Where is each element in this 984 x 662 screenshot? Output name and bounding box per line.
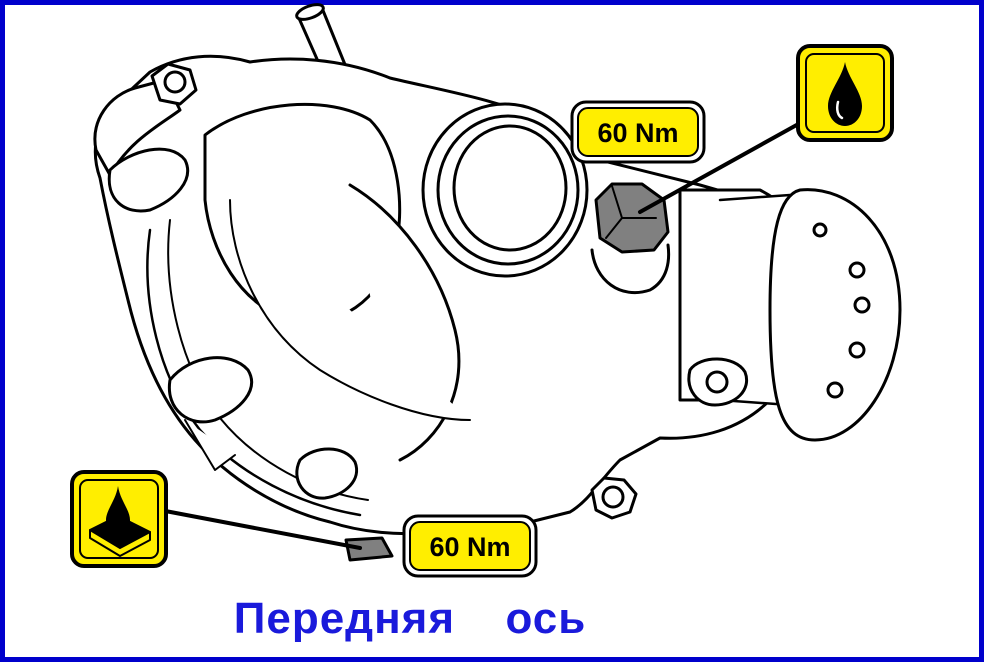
- fill-plug: [590, 182, 671, 295]
- oil-drain-tray-icon: [70, 470, 168, 568]
- pinion-flange: [678, 188, 902, 442]
- diagram-caption: Передняя ось: [233, 594, 587, 643]
- cover-lugs: [107, 62, 638, 520]
- leader-lines: [158, 110, 822, 550]
- oil-drop-icon: [796, 44, 894, 142]
- axle-tube-opening: [421, 102, 589, 278]
- torque-label-top: 60 Nm: [570, 100, 706, 164]
- torque-value-top: 60 Nm: [597, 118, 678, 148]
- torque-label-bottom: 60 Nm: [402, 514, 538, 578]
- drain-plug: [344, 536, 394, 562]
- differential-housing: [93, 54, 802, 536]
- torque-value-bottom: 60 Nm: [429, 532, 510, 562]
